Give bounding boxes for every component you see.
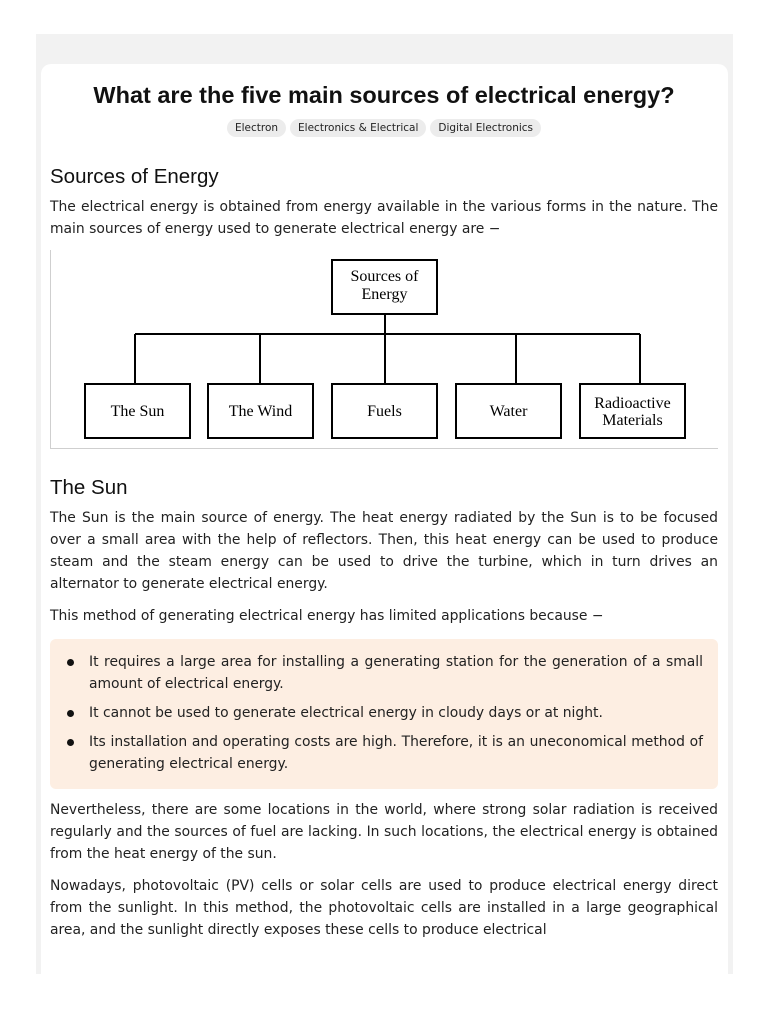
tag-list: Electron Electronics & Electrical Digita…	[50, 119, 718, 137]
node-label-line-1: Radioactive	[594, 395, 670, 412]
sources-intro-paragraph: The electrical energy is obtained from e…	[50, 199, 718, 237]
node-box	[331, 383, 438, 439]
node-label: Water	[490, 403, 528, 420]
page-background: What are the five main sources of electr…	[36, 34, 733, 974]
diagram-root-node: Sources of Energy	[331, 259, 438, 315]
node-label: The Wind	[229, 403, 293, 420]
node-box	[455, 383, 562, 439]
list-item-text: It cannot be used to generate electrical…	[89, 705, 603, 721]
node-label: Fuels	[367, 403, 402, 420]
diagram-connectors	[134, 314, 641, 384]
section-heading-sources: Sources of Energy	[50, 165, 219, 188]
limitations-callout: It requires a large area for installing …	[50, 639, 718, 789]
root-label-line-2: Energy	[362, 286, 408, 303]
diagram-node-radioactive-materials: Radioactive Materials	[579, 383, 686, 439]
node-label-line-2: Materials	[602, 412, 662, 429]
diagram-node-water: Water	[455, 383, 562, 439]
article-content: What are the five main sources of electr…	[50, 64, 718, 941]
article-card: What are the five main sources of electr…	[41, 64, 728, 974]
sources-of-energy-diagram: Sources of Energy The Sun The Wind	[50, 250, 718, 449]
node-label: The Sun	[111, 403, 165, 420]
bullet-icon	[67, 659, 74, 666]
section-heading-the-sun: The Sun	[50, 476, 128, 499]
root-label-line-1: Sources of	[351, 268, 420, 285]
diagram-node-the-wind: The Wind	[207, 383, 314, 439]
tag-electron[interactable]: Electron	[226, 119, 287, 137]
diagram-node-fuels: Fuels	[331, 383, 438, 439]
page-title: What are the five main sources of electr…	[93, 82, 675, 108]
node-box	[84, 383, 191, 439]
sun-paragraph-3: Nevertheless, there are some locations i…	[50, 802, 718, 862]
bullet-icon	[67, 739, 74, 746]
list-item: It requires a large area for installing …	[65, 651, 703, 695]
tag-digital-electronics[interactable]: Digital Electronics	[430, 119, 542, 137]
root-box	[331, 259, 438, 315]
sun-paragraph-1: The Sun is the main source of energy. Th…	[50, 510, 718, 592]
node-box	[579, 383, 686, 439]
sun-paragraph-2: This method of generating electrical ene…	[50, 608, 604, 624]
list-item-text: It requires a large area for installing …	[89, 654, 703, 692]
list-item: Its installation and operating costs are…	[65, 731, 703, 775]
tag-electronics-electrical[interactable]: Electronics & Electrical	[290, 119, 427, 137]
diagram-node-the-sun: The Sun	[84, 383, 191, 439]
diagram-svg: Sources of Energy The Sun The Wind	[84, 259, 686, 439]
sun-paragraph-4: Nowadays, photovoltaic (PV) cells or sol…	[50, 878, 718, 938]
node-box	[207, 383, 314, 439]
list-item: It cannot be used to generate electrical…	[65, 702, 703, 724]
list-item-text: Its installation and operating costs are…	[89, 734, 703, 772]
limitations-list: It requires a large area for installing …	[65, 651, 703, 775]
bullet-icon	[67, 710, 74, 717]
